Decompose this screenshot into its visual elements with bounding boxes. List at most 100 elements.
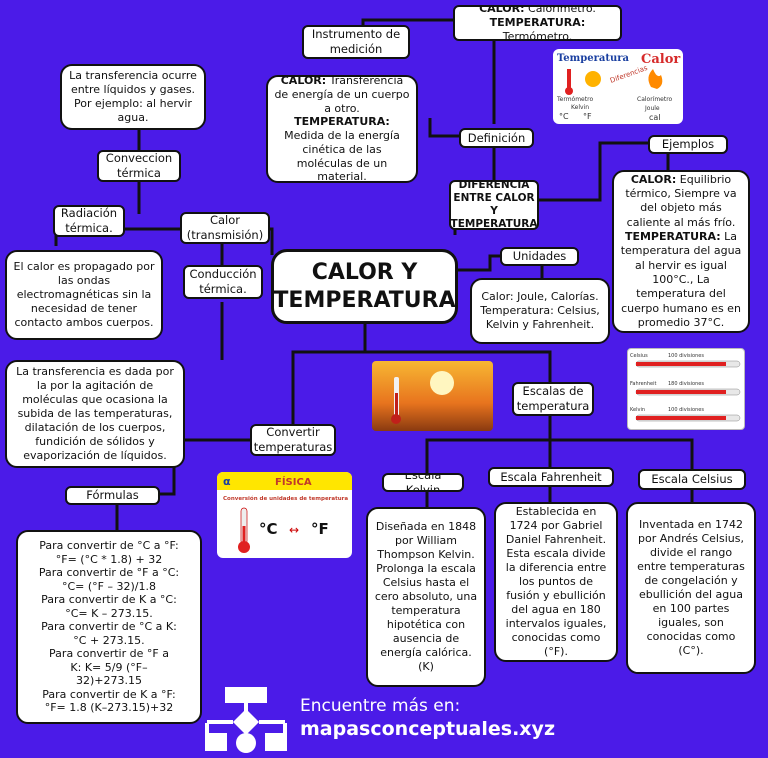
flame-icon (648, 69, 663, 89)
label-calor: CALOR: (479, 5, 525, 15)
node-conduccion: Conducción térmica. (183, 265, 263, 299)
text-calor: Equilibrio térmico, Siempre va del objet… (625, 172, 737, 229)
fisica-header-bar (217, 472, 352, 490)
node-celsius-detail-text: Inventada en 1742 por Andrés Celsius, di… (637, 517, 745, 658)
temperature-scales-image: Celsius 100 divisiones Fahrenheit 180 di… (627, 348, 745, 430)
formula-line: Para convertir de °C a K: (41, 620, 177, 634)
thermometer-mercury-icon (636, 362, 726, 366)
node-definicion-label: Definición (467, 130, 526, 145)
node-formulas-detail: Para convertir de °C a °F:°F= (°C * 1.8)… (16, 530, 202, 724)
img-label-diferencias: Diferencias (609, 64, 649, 85)
node-conduccion-detail: La transferencia es dada por la por la a… (5, 360, 185, 468)
node-instrumento-label: Instrumento de medición (311, 27, 401, 56)
node-convertir: Convertir temperaturas (250, 424, 336, 456)
scale-divisions-kelvin: 100 divisiones (668, 407, 704, 413)
node-unidades-detail: Calor: Joule, Calorías. Temperatura: Cel… (470, 278, 610, 344)
main-title: CALOR Y TEMPERATURA (273, 260, 456, 313)
node-calor-transmision: Calor (transmisión) (180, 212, 270, 244)
footer-link[interactable]: mapasconceptuales.xyz (300, 718, 555, 740)
text-temperatura: Termómetro. (502, 30, 573, 41)
img-label-cal: cal (649, 113, 661, 122)
node-formulas-label: Fórmulas (86, 488, 139, 503)
img-label-joule: Joule (644, 105, 660, 112)
label-temperatura: TEMPERATURA: (624, 230, 721, 244)
node-convertir-label: Convertir temperaturas (253, 425, 333, 454)
label-temperatura: TEMPERATURA: (294, 115, 390, 129)
node-fahrenheit-detail: Establecida en 1724 por Gabriel Daniel F… (494, 502, 618, 662)
node-kelvin-detail-text: Diseñada en 1848 por William Thompson Ke… (374, 519, 478, 674)
img-label-temperatura: Temperatura (557, 53, 629, 64)
formula-line: °F= (°C * 1.8) + 32 (55, 552, 163, 566)
scale-label-kelvin: Kelvin (630, 407, 645, 413)
text-temperatura: La temperatura del agua al hervir es igu… (620, 230, 742, 329)
node-celsius-detail: Inventada en 1742 por Andrés Celsius, di… (626, 502, 756, 674)
scale-divisions-fahrenheit: 180 divisiones (668, 381, 704, 387)
node-conduccion-detail-text: La transferencia es dada por la por la a… (16, 364, 174, 463)
scale-label-celsius: Celsius (630, 353, 648, 359)
node-ejemplos-label: Ejemplos (661, 137, 715, 152)
formula-line: Para convertir de K a °F: (42, 687, 176, 701)
thermometer-mercury-icon (636, 416, 726, 420)
thermometer-bulb-icon (391, 414, 401, 424)
node-unidades-label: Unidades (512, 249, 567, 264)
thermometer-bulb-icon (565, 87, 573, 95)
formula-line: Para convertir de K a °C: (41, 593, 177, 607)
img-label-kelvin: Kelvin (571, 104, 589, 111)
temperature-heat-image: Temperatura Calor Diferencias Termómetro… (553, 49, 683, 124)
img-label-calor: Calor (641, 52, 680, 67)
formula-line: Para convertir de °C a °F: (39, 539, 179, 553)
node-fahrenheit-label: Escala Fahrenheit (500, 469, 602, 484)
node-fahrenheit-detail-text: Establecida en 1724 por Gabriel Daniel F… (505, 504, 607, 659)
formula-line: °C + 273.15. (73, 633, 145, 647)
node-kelvin-detail: Diseñada en 1848 por William Thompson Ke… (366, 507, 486, 687)
node-main-title: CALOR Y TEMPERATURA (271, 249, 458, 324)
formula-line: K: K= 5/9 (°F– (70, 660, 148, 674)
node-kelvin-label: Escala Kelvin (404, 473, 442, 492)
node-conveccion-detail-text: La transferencia ocurre entre líquidos y… (69, 68, 197, 125)
hot-weather-image (372, 361, 493, 431)
thermometer-mercury-icon (636, 390, 726, 394)
node-unidades: Unidades (500, 247, 579, 266)
node-celsius-label: Escala Celsius (651, 472, 733, 487)
node-fahrenheit: Escala Fahrenheit (488, 467, 614, 487)
img-label-termometro: Termómetro (556, 96, 593, 103)
sun-icon (430, 371, 454, 395)
img-label-f: °F (583, 112, 592, 121)
temperature-heat-illustration: Temperatura Calor Diferencias Termómetro… (556, 52, 680, 122)
node-radiacion: Radiación térmica. (53, 205, 125, 237)
node-definicion: Definición (459, 128, 534, 148)
formula-line: °C= K – 273.15. (65, 606, 153, 620)
node-instrumento-detail: CALOR: Calorímetro. TEMPERATURA: Termóme… (453, 5, 622, 41)
scale-divisions-celsius: 100 divisiones (668, 353, 704, 359)
node-calor-transmision-label: Calor (transmisión) (186, 213, 264, 242)
img-label-calorimetro: Calorímetro (637, 96, 673, 103)
thermometer-icon (567, 69, 571, 89)
text-temperatura: Medida de la energía cinética de las mol… (284, 129, 400, 183)
fisica-conversion-illustration: α FÍSICA Conversión de unidades de tempe… (217, 472, 352, 553)
formula-line: Para convertir de °F a (49, 647, 169, 661)
node-conveccion: Conveccion térmica (97, 150, 181, 182)
label-calor: CALOR: (280, 75, 327, 87)
fisica-conversion-image: α FÍSICA Conversión de unidades de tempe… (217, 472, 352, 558)
footer-line1: Encuentre más en: (300, 696, 461, 716)
node-ejemplos: Ejemplos (648, 135, 728, 154)
node-escalas-label: Escalas de temperatura (516, 384, 590, 413)
node-diferencia-label: DIFERENCIA ENTRE CALOR Y TEMPERATURA (450, 180, 538, 230)
label-temperatura: TEMPERATURA: (489, 15, 586, 29)
node-conveccion-detail: La transferencia ocurre entre líquidos y… (60, 64, 206, 130)
formula-line: Para convertir de °F a °C: (38, 566, 180, 580)
node-conduccion-label: Conducción térmica. (189, 267, 257, 296)
thermometer-mercury-icon (242, 526, 246, 544)
node-ejemplos-detail: CALOR: Equilibrio térmico, Siempre va de… (612, 170, 750, 333)
sun-icon (585, 71, 601, 87)
fisica-subtitle: Conversión de unidades de temperatura (223, 495, 348, 502)
scale-label-fahrenheit: Fahrenheit (630, 381, 656, 387)
node-unidades-detail-text: Calor: Joule, Calorías. Temperatura: Cel… (480, 289, 600, 332)
fisica-brand: FÍSICA (275, 475, 312, 488)
temperature-scales-illustration: Celsius 100 divisiones Fahrenheit 180 di… (630, 353, 741, 422)
node-celsius: Escala Celsius (638, 469, 746, 490)
node-instrumento: Instrumento de medición (302, 25, 410, 59)
alpha-icon: α (223, 475, 231, 488)
node-radiacion-detail: El calor es propagado por las ondas elec… (5, 250, 163, 340)
